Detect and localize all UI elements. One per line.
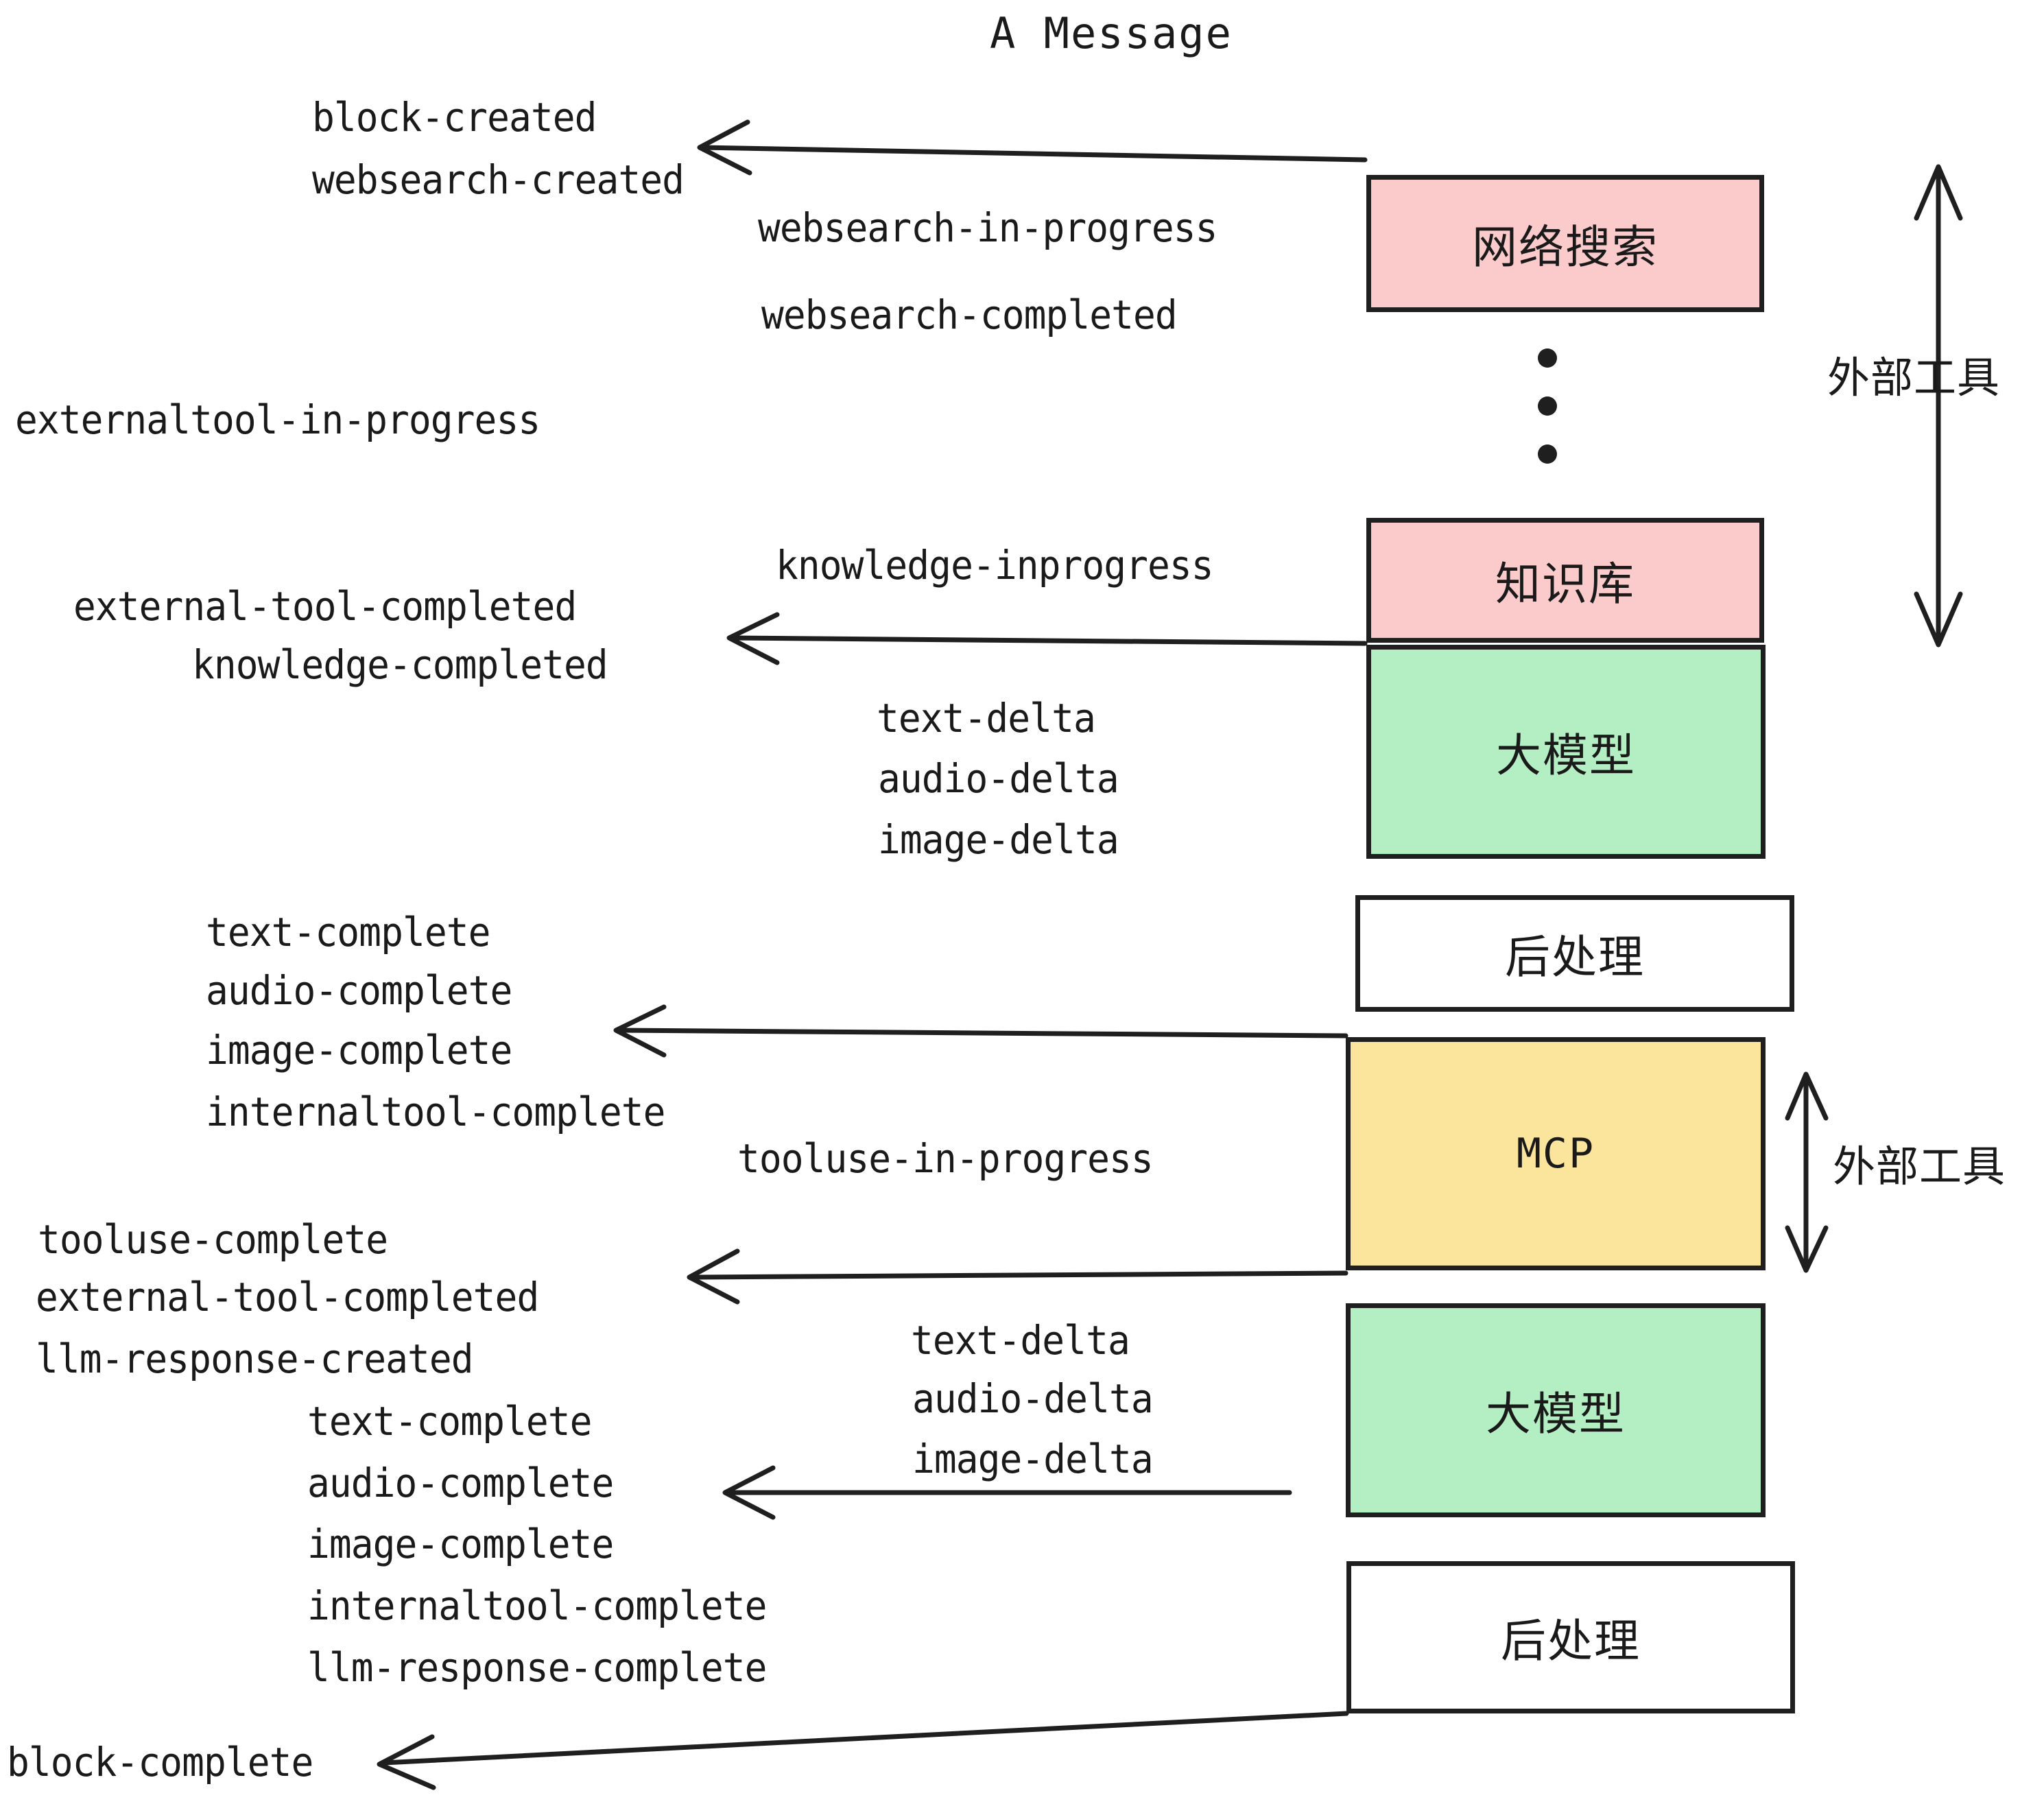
event-image-delta-1: image-delta — [878, 816, 1119, 863]
box-llm-2-label: 大模型 — [1486, 1388, 1626, 1440]
arrow-websearch-to-blockcreated — [699, 145, 1368, 163]
arrowhead-external-tools-bottom-up — [1785, 1071, 1829, 1121]
box-websearch-label: 网络搜索 — [1472, 221, 1659, 274]
ellipsis-dot-2 — [1538, 396, 1557, 416]
arrowhead-mcp-to-imagecomplete — [613, 1004, 667, 1058]
event-block-created: block-created — [312, 94, 597, 141]
event-text-delta-2: text-delta — [911, 1317, 1130, 1364]
box-postprocess-1[interactable]: 后处理 — [1355, 895, 1794, 1012]
event-internaltool-complete-2: internaltool-complete — [307, 1582, 768, 1629]
arrowhead-external-tools-top-up — [1914, 164, 1963, 221]
event-knowledge-completed: knowledge-completed — [192, 641, 608, 688]
box-knowledge-label: 知识库 — [1495, 558, 1635, 610]
box-mcp-label: MCP — [1516, 1130, 1595, 1178]
arrow-postprocess2-to-blockcomplete — [381, 1711, 1349, 1766]
event-externaltool-in-progress: externaltool-in-progress — [15, 396, 540, 443]
arrowhead-external-tools-bottom-down — [1785, 1225, 1829, 1273]
box-knowledge[interactable]: 知识库 — [1366, 518, 1764, 643]
arrowhead-knowledge-to-knowledgecompleted — [726, 612, 780, 665]
box-llm-2[interactable]: 大模型 — [1346, 1303, 1766, 1517]
event-tooluse-complete: tooluse-complete — [38, 1216, 388, 1263]
event-audio-complete-1: audio-complete — [206, 967, 512, 1014]
event-llm-response-complete: llm-response-complete — [307, 1644, 768, 1691]
box-llm-1-label: 大模型 — [1496, 729, 1636, 782]
arrow-knowledge-to-knowledgecompleted — [730, 635, 1368, 646]
event-external-tool-completed-2: external-tool-completed — [36, 1274, 539, 1320]
event-external-tool-completed-1: external-tool-completed — [73, 583, 577, 630]
ellipsis-dot-1 — [1538, 348, 1557, 368]
page-title: A Message — [990, 8, 1233, 58]
event-text-complete-1: text-complete — [206, 909, 490, 956]
event-image-complete-2: image-complete — [307, 1521, 614, 1567]
event-block-complete: block-complete — [7, 1739, 313, 1785]
event-tooluse-in-progress: tooluse-in-progress — [737, 1135, 1154, 1182]
event-text-complete-2: text-complete — [307, 1398, 592, 1445]
event-image-delta-2: image-delta — [912, 1436, 1154, 1482]
event-llm-response-created: llm-response-created — [36, 1336, 474, 1382]
event-audio-delta-1: audio-delta — [878, 755, 1119, 802]
arrow-mcp-to-imagecomplete — [617, 1028, 1348, 1039]
box-postprocess-2[interactable]: 后处理 — [1346, 1561, 1795, 1713]
arrow-llm2-to-toolusecomplete — [690, 1270, 1348, 1280]
arrowhead-external-tools-top-down — [1914, 591, 1963, 648]
box-websearch[interactable]: 网络搜索 — [1366, 175, 1764, 312]
box-llm-1[interactable]: 大模型 — [1366, 645, 1766, 859]
arrowhead-postprocess2-to-blockcomplete — [377, 1734, 436, 1790]
arrowhead-llm2-to-audiocomplete — [722, 1465, 776, 1520]
event-knowledge-inprogress: knowledge-inprogress — [776, 542, 1214, 589]
event-image-complete-1: image-complete — [206, 1027, 512, 1073]
event-websearch-in-progress: websearch-in-progress — [758, 204, 1218, 251]
box-postprocess-1-label: 后处理 — [1505, 931, 1645, 984]
arrowhead-websearch-to-blockcreated — [697, 119, 752, 176]
event-audio-complete-2: audio-complete — [307, 1460, 614, 1506]
label-external-tools-bottom: 外部工具 — [1833, 1141, 2006, 1191]
event-audio-delta-2: audio-delta — [912, 1375, 1154, 1422]
arrowhead-llm2-to-toolusecomplete — [687, 1248, 740, 1305]
box-mcp[interactable]: MCP — [1346, 1037, 1766, 1270]
box-postprocess-2-label: 后处理 — [1501, 1615, 1641, 1667]
event-websearch-completed: websearch-completed — [761, 292, 1178, 338]
event-internaltool-complete-1: internaltool-complete — [206, 1089, 666, 1135]
ellipsis-dot-3 — [1538, 444, 1557, 464]
label-external-tools-top: 外部工具 — [1827, 353, 2001, 403]
event-text-delta-1: text-delta — [877, 695, 1096, 741]
event-websearch-created: websearch-created — [312, 156, 685, 203]
